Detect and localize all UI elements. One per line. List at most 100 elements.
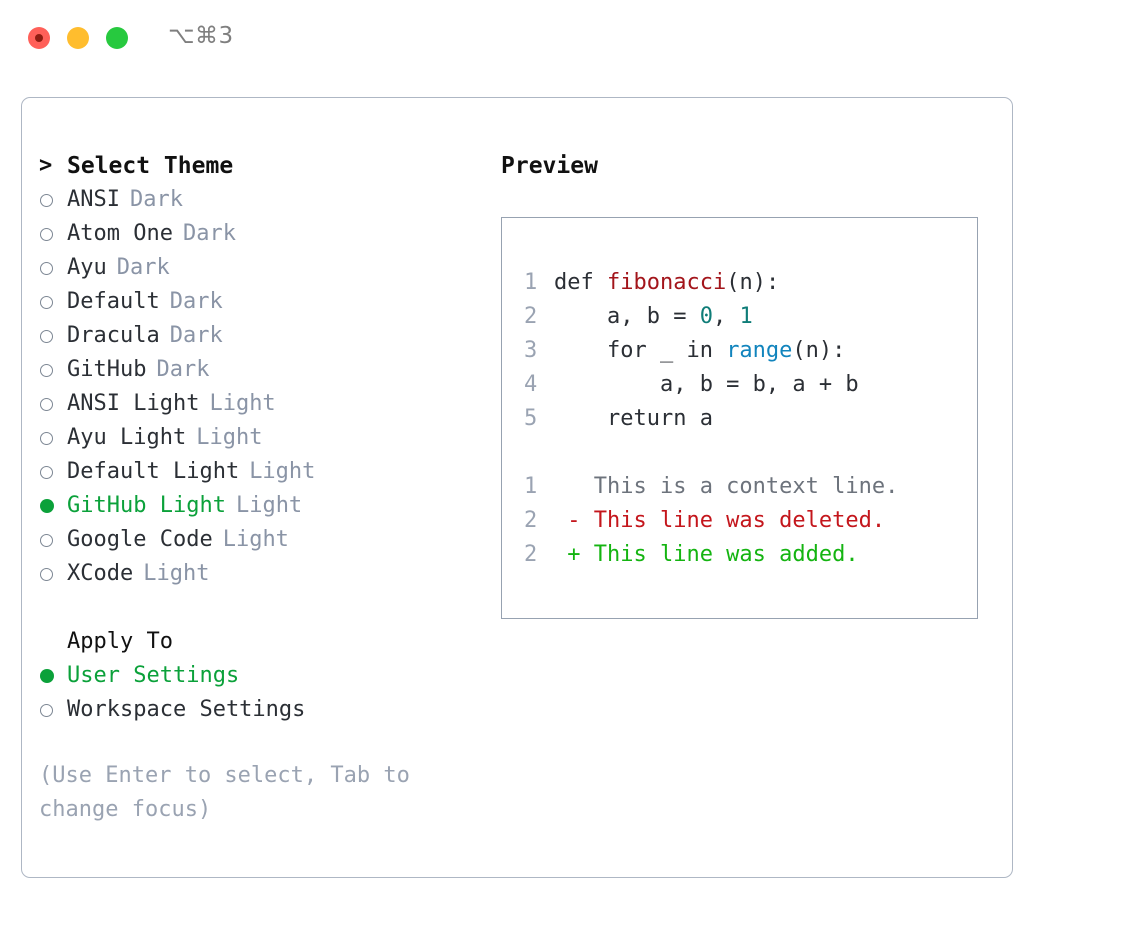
code-token: for _ in — [554, 338, 727, 363]
radio-dot — [40, 397, 53, 411]
code-sample: 1 def fibonacci (n): 2 a, b = 0, 1 3 for _ i… — [524, 266, 977, 436]
theme-option-label: Ayu Light — [67, 425, 187, 450]
radio-unselected-icon — [39, 261, 67, 275]
theme-option-label: Default Light — [67, 459, 240, 484]
apply-to-option-label: Workspace Settings — [67, 697, 306, 722]
code-token: fibonacci — [606, 270, 727, 295]
code-token: a, b = — [554, 304, 700, 329]
theme-option-xcode[interactable]: XCode Light — [39, 557, 469, 591]
code-line-number: 3 — [524, 338, 538, 363]
radio-dot — [40, 363, 53, 377]
radio-unselected-icon — [39, 329, 67, 343]
preview-column: Preview 1 def fibonacci (n): 2 a, b = 0, 1 3… — [501, 149, 991, 619]
code-token: return a — [554, 406, 713, 431]
radio-unselected-icon — [39, 431, 67, 445]
radio-dot — [40, 431, 53, 445]
code-line: 5 return a — [524, 402, 977, 436]
radio-dot — [40, 261, 53, 275]
theme-variant-tag: Dark — [182, 221, 236, 246]
radio-unselected-icon — [39, 703, 67, 717]
theme-option-dracula[interactable]: Dracula Dark — [39, 319, 469, 353]
theme-option-default[interactable]: Default Dark — [39, 285, 469, 319]
diff-sample: 1 This is a context line.2 - This line w… — [524, 470, 977, 572]
theme-variant-tag: Dark — [116, 255, 170, 280]
apply-to-title-row: Apply To — [39, 625, 469, 659]
code-token: , — [712, 304, 740, 329]
diff-line-number: 2 — [524, 542, 538, 567]
radio-unselected-icon — [39, 465, 67, 479]
theme-variant-tag: Light — [196, 425, 263, 450]
preview-title: Preview — [501, 153, 598, 179]
code-diff-separator — [524, 436, 977, 470]
theme-option-label: Google Code — [67, 527, 213, 552]
theme-option-ayu-light[interactable]: Ayu Light Light — [39, 421, 469, 455]
theme-variant-tag: Dark — [156, 357, 210, 382]
apply-to-option-label: User Settings — [67, 663, 240, 688]
close-window-button[interactable] — [28, 27, 50, 49]
radio-dot — [40, 533, 53, 547]
diff-line-number: 2 — [524, 508, 538, 533]
radio-dot — [40, 295, 53, 309]
theme-option-label: ANSI Light — [67, 391, 200, 416]
theme-option-label: Default — [67, 289, 160, 314]
radio-selected-icon — [39, 499, 67, 513]
theme-option-label: GitHub Light — [67, 493, 226, 518]
theme-option-label: Dracula — [67, 323, 160, 348]
keyboard-hint-text: (Use Enter to select, Tab to change focu… — [39, 763, 410, 822]
code-token: 0 — [699, 304, 713, 329]
caret-icon: > — [39, 153, 53, 178]
diff-line-number: 1 — [524, 474, 538, 499]
radio-unselected-icon — [39, 567, 67, 581]
diff-line-text: - This line was deleted. — [554, 508, 886, 533]
code-line-number: 4 — [524, 372, 538, 397]
code-line: 2 a, b = 0, 1 — [524, 300, 977, 334]
theme-option-github[interactable]: GitHub Dark — [39, 353, 469, 387]
theme-variant-tag: Light — [222, 527, 289, 552]
code-line-number: 5 — [524, 406, 538, 431]
radio-dot — [40, 465, 53, 479]
theme-variant-tag: Light — [143, 561, 210, 586]
minimize-window-button[interactable] — [67, 27, 89, 49]
diff-line-text: + This line was added. — [554, 542, 859, 567]
apply-to-title: Apply To — [67, 629, 173, 654]
radio-dot — [40, 227, 53, 241]
code-token: def — [554, 270, 607, 295]
radio-dot — [40, 669, 54, 683]
radio-unselected-icon — [39, 295, 67, 309]
code-line-number: 1 — [524, 270, 538, 295]
theme-variant-tag: Dark — [169, 323, 223, 348]
code-token: a, b = b, a + b — [554, 372, 859, 397]
theme-option-label: XCode — [67, 561, 134, 586]
radio-dot — [40, 193, 53, 207]
apply-to-option-user-settings[interactable]: User Settings — [39, 659, 469, 693]
radio-unselected-icon — [39, 363, 67, 377]
theme-list-header-label: Select Theme — [67, 153, 234, 179]
maximize-window-button[interactable] — [106, 27, 128, 49]
code-token: (n): — [792, 338, 846, 363]
preview-box: 1 def fibonacci (n): 2 a, b = 0, 1 3 for _ i… — [501, 217, 978, 619]
theme-option-google-code[interactable]: Google Code Light — [39, 523, 469, 557]
apply-to-option-workspace-settings[interactable]: Workspace Settings — [39, 693, 469, 727]
code-token: range — [726, 338, 793, 363]
diff-line-del: 2 - This line was deleted. — [524, 504, 977, 538]
code-line: 4 a, b = b, a + b — [524, 368, 977, 402]
window-titlebar: ⌥⌘3 — [0, 0, 1140, 78]
code-line-number: 2 — [524, 304, 538, 329]
diff-line-add: 2 + This line was added. — [524, 538, 977, 572]
theme-list-header: > Select Theme — [39, 149, 469, 183]
radio-unselected-icon — [39, 227, 67, 241]
theme-variant-tag: Dark — [169, 289, 223, 314]
theme-option-label: GitHub — [67, 357, 147, 382]
